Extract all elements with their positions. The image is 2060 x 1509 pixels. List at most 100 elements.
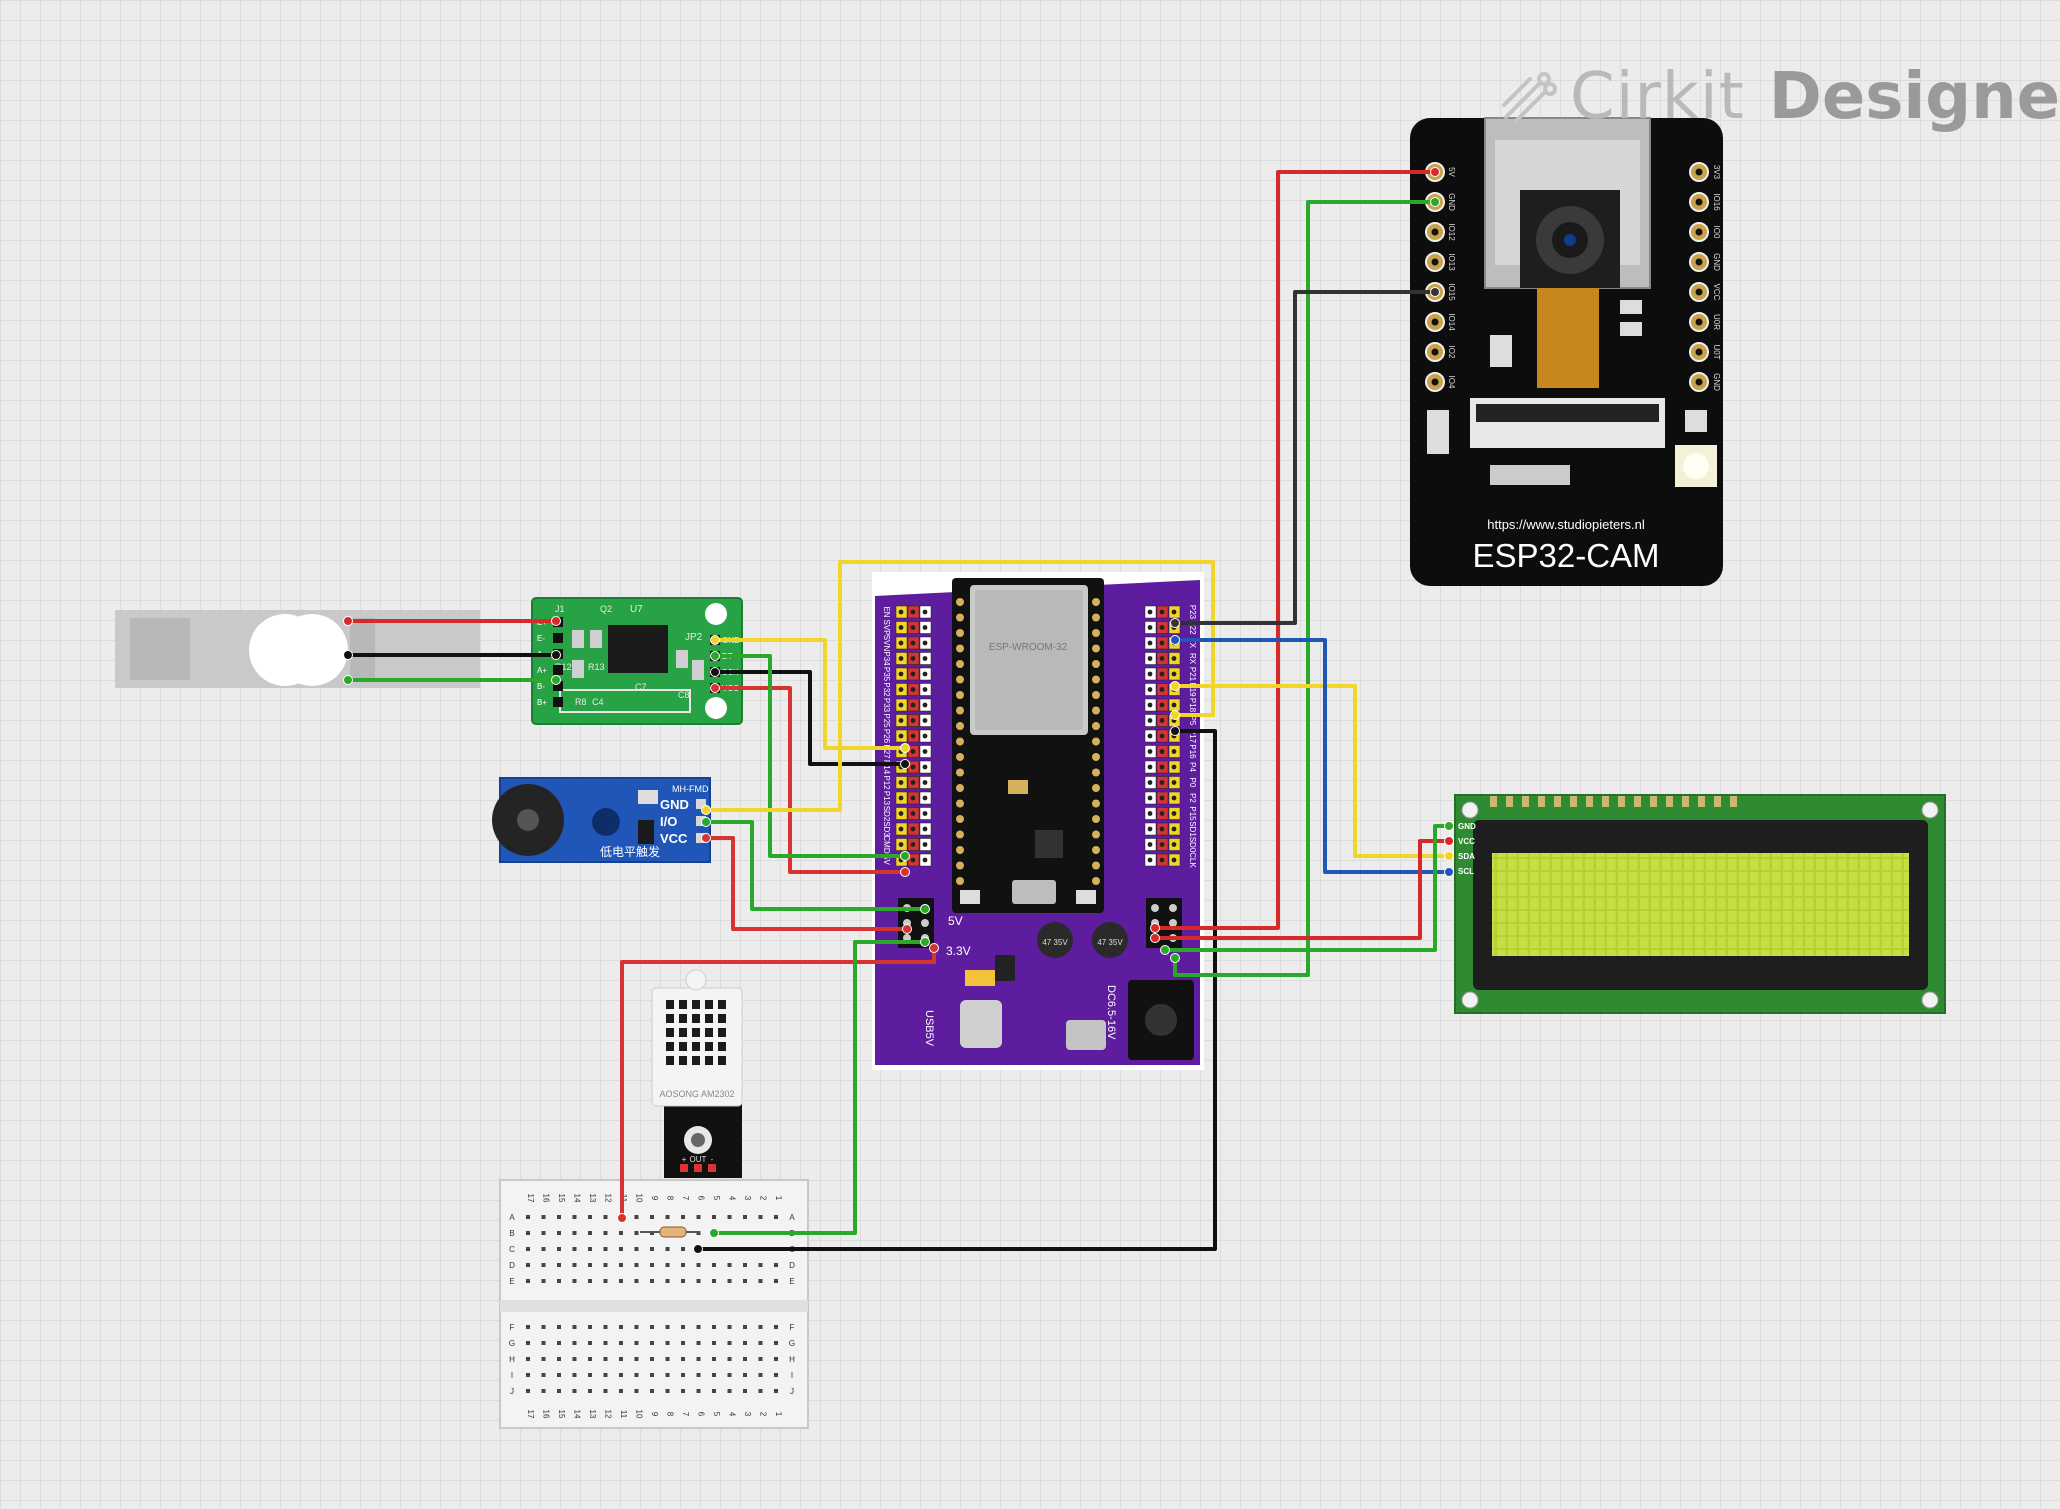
lcd-top-pin <box>1522 796 1529 807</box>
header-hole <box>1147 609 1153 615</box>
breadboard-col-label: 12 <box>604 1410 613 1419</box>
header-hole <box>1147 671 1153 677</box>
dht-header: +OUT- <box>680 1155 716 1172</box>
esp32-cam-module[interactable]: https://www.studiopieters.nl ESP32-CAM 5… <box>1410 117 1723 586</box>
shield-pin-label: SVN <box>882 635 891 652</box>
esp32-shield[interactable]: ENSVPSVNP34P35P32P33P25P26P27P14P12P13SD… <box>872 572 1204 1070</box>
header-hole <box>910 749 916 754</box>
breadboard-row-label: G <box>509 1339 515 1348</box>
dht-slot <box>718 1014 726 1023</box>
breadboard[interactable]: 1717161615151414131312121111101099887766… <box>499 1179 809 1429</box>
breadboard-col-label: 8 <box>666 1412 675 1417</box>
breadboard-hole <box>743 1215 747 1219</box>
breadboard-hole <box>696 1263 701 1267</box>
breadboard-col-label: 5 <box>712 1412 721 1417</box>
breadboard-hole <box>572 1325 577 1329</box>
breadboard-hole <box>634 1373 639 1377</box>
breadboard-hole <box>743 1357 747 1361</box>
wire <box>1165 824 1449 952</box>
breadboard-col-label: 13 <box>588 1194 597 1203</box>
header-hole <box>910 764 916 770</box>
usb-c-port[interactable] <box>960 1000 1002 1048</box>
breadboard-hole <box>526 1373 530 1377</box>
devkit-usb-port[interactable] <box>1012 880 1056 904</box>
dht22-sensor[interactable]: AOSONG AM2302 +OUT- <box>651 969 743 1178</box>
cam-pin-label: 5V <box>1447 167 1456 177</box>
jumper[interactable] <box>965 970 995 986</box>
devkit-pin <box>956 706 964 715</box>
breadboard-hole <box>681 1341 685 1345</box>
lcd-top-pin <box>1730 796 1737 807</box>
cam-pin-label: IO4 <box>1447 376 1456 389</box>
breadboard-hole <box>665 1357 670 1361</box>
breadboard-hole <box>696 1279 701 1283</box>
watermark-brand: Cirkit <box>1570 60 1745 134</box>
devkit-button[interactable] <box>960 890 980 904</box>
hx711-amplifier[interactable]: U7 JP2 C8 C7 R13 R12 R8 C4 Q2 J1 E+E-A-A… <box>531 597 743 725</box>
shield-pin-label: P13 <box>882 791 891 806</box>
breadboard-hole <box>743 1325 747 1329</box>
hx711-smd <box>572 630 584 648</box>
shield-pin-label: P34 <box>882 651 891 666</box>
header-hole <box>910 826 916 832</box>
breadboard-col-label: 11 <box>619 1410 628 1419</box>
breadboard-hole <box>541 1247 546 1251</box>
buzzer-note: 低电平触发 <box>600 844 660 859</box>
cam-pin-hole <box>1695 318 1703 326</box>
cirkit-logo-icon <box>1502 72 1557 123</box>
breadboard-hole <box>696 1215 701 1219</box>
cam-pin-label: IO15 <box>1447 283 1456 301</box>
breadboard-hole <box>758 1373 763 1377</box>
dht-pin-label: - <box>711 1155 714 1164</box>
breadboard-hole <box>650 1247 654 1251</box>
breadboard-hole <box>603 1231 608 1235</box>
cam-pin-hole <box>1695 168 1703 176</box>
regulator <box>995 955 1015 981</box>
header-hole <box>910 671 916 677</box>
breadboard-row-label: E <box>509 1277 514 1286</box>
wire-endpoint <box>701 805 711 815</box>
breadboard-row-label: C <box>509 1245 515 1254</box>
lcd-top-pin <box>1506 796 1513 807</box>
breadboard-hole <box>774 1389 778 1393</box>
load-cell[interactable] <box>115 610 480 688</box>
breadboard-row-label: J <box>790 1387 794 1396</box>
cam-pin-label: IO0 <box>1712 226 1721 239</box>
breadboard-row-label: E <box>789 1277 794 1286</box>
breadboard-col-label: 7 <box>681 1412 690 1417</box>
devkit-button[interactable] <box>1076 890 1096 904</box>
breadboard-hole <box>758 1279 763 1283</box>
header-hole <box>898 842 904 847</box>
label-3v3: 3.3V <box>946 944 971 958</box>
breadboard-hole <box>541 1279 546 1283</box>
breadboard-hole <box>712 1373 716 1377</box>
micro-usb-port[interactable] <box>1066 1020 1106 1050</box>
breadboard-col-label: 1 <box>774 1196 783 1201</box>
breadboard-hole <box>696 1341 701 1345</box>
breadboard-hole <box>588 1279 592 1283</box>
lcd-top-pin <box>1538 796 1545 807</box>
hx711-pin-label: A+ <box>537 666 547 675</box>
header-hole <box>922 625 928 630</box>
devkit-pin <box>956 691 964 699</box>
dht-slot <box>718 1056 726 1065</box>
shield-pin-label: P32 <box>882 682 891 697</box>
header-hole <box>1159 857 1165 863</box>
breadboard-hole <box>541 1341 546 1345</box>
header-hole <box>898 718 904 723</box>
header-hole <box>1159 609 1165 615</box>
breadboard-col-label: 16 <box>542 1194 551 1203</box>
breadboard-hole <box>727 1263 732 1267</box>
header-hole <box>910 795 916 801</box>
breadboard-row-label: I <box>511 1371 513 1380</box>
buzzer-smd <box>638 790 658 804</box>
buzzer-center <box>517 809 539 831</box>
wire-endpoint <box>1150 923 1160 933</box>
dht-slot <box>692 1028 700 1037</box>
devkit-pin <box>1092 629 1100 637</box>
cam-pin-label: VCC <box>1712 284 1721 301</box>
breadboard-col-label: 17 <box>526 1410 535 1419</box>
